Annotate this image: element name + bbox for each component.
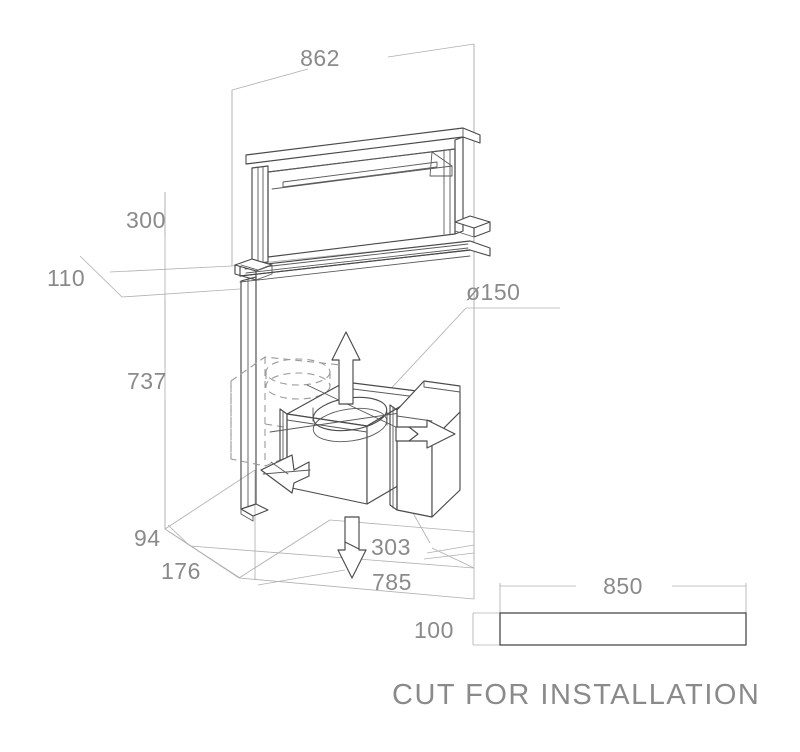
dimension-lines bbox=[79, 43, 560, 600]
wall-outline bbox=[231, 44, 475, 266]
cut-for-installation-figure bbox=[472, 583, 747, 646]
dimension-label-110: 110 bbox=[47, 265, 85, 291]
dimension-labels: 862 300 110 737 ø150 94 176 303 785 850 … bbox=[47, 45, 643, 643]
dimension-label-850: 850 bbox=[603, 573, 643, 599]
cut-for-installation-caption: CUT FOR INSTALLATION bbox=[392, 679, 760, 711]
dimension-label-300: 300 bbox=[126, 207, 166, 233]
downdraft-column bbox=[240, 276, 269, 522]
hood-panel-assembly bbox=[245, 127, 481, 265]
dimension-label-785: 785 bbox=[372, 569, 412, 595]
dimension-label-100: 100 bbox=[414, 617, 454, 643]
dimension-label-862: 862 bbox=[300, 45, 340, 71]
dimension-label-303: 303 bbox=[371, 534, 411, 560]
dimension-label-diameter-150: ø150 bbox=[466, 279, 520, 305]
worktop-rim bbox=[234, 215, 491, 283]
dimension-label-94: 94 bbox=[134, 525, 161, 551]
cut-rectangle bbox=[499, 612, 747, 646]
dimension-label-176: 176 bbox=[161, 558, 201, 584]
dimension-label-737: 737 bbox=[127, 368, 167, 394]
side-exhaust-box bbox=[389, 380, 461, 518]
airflow-arrows bbox=[260, 331, 456, 579]
